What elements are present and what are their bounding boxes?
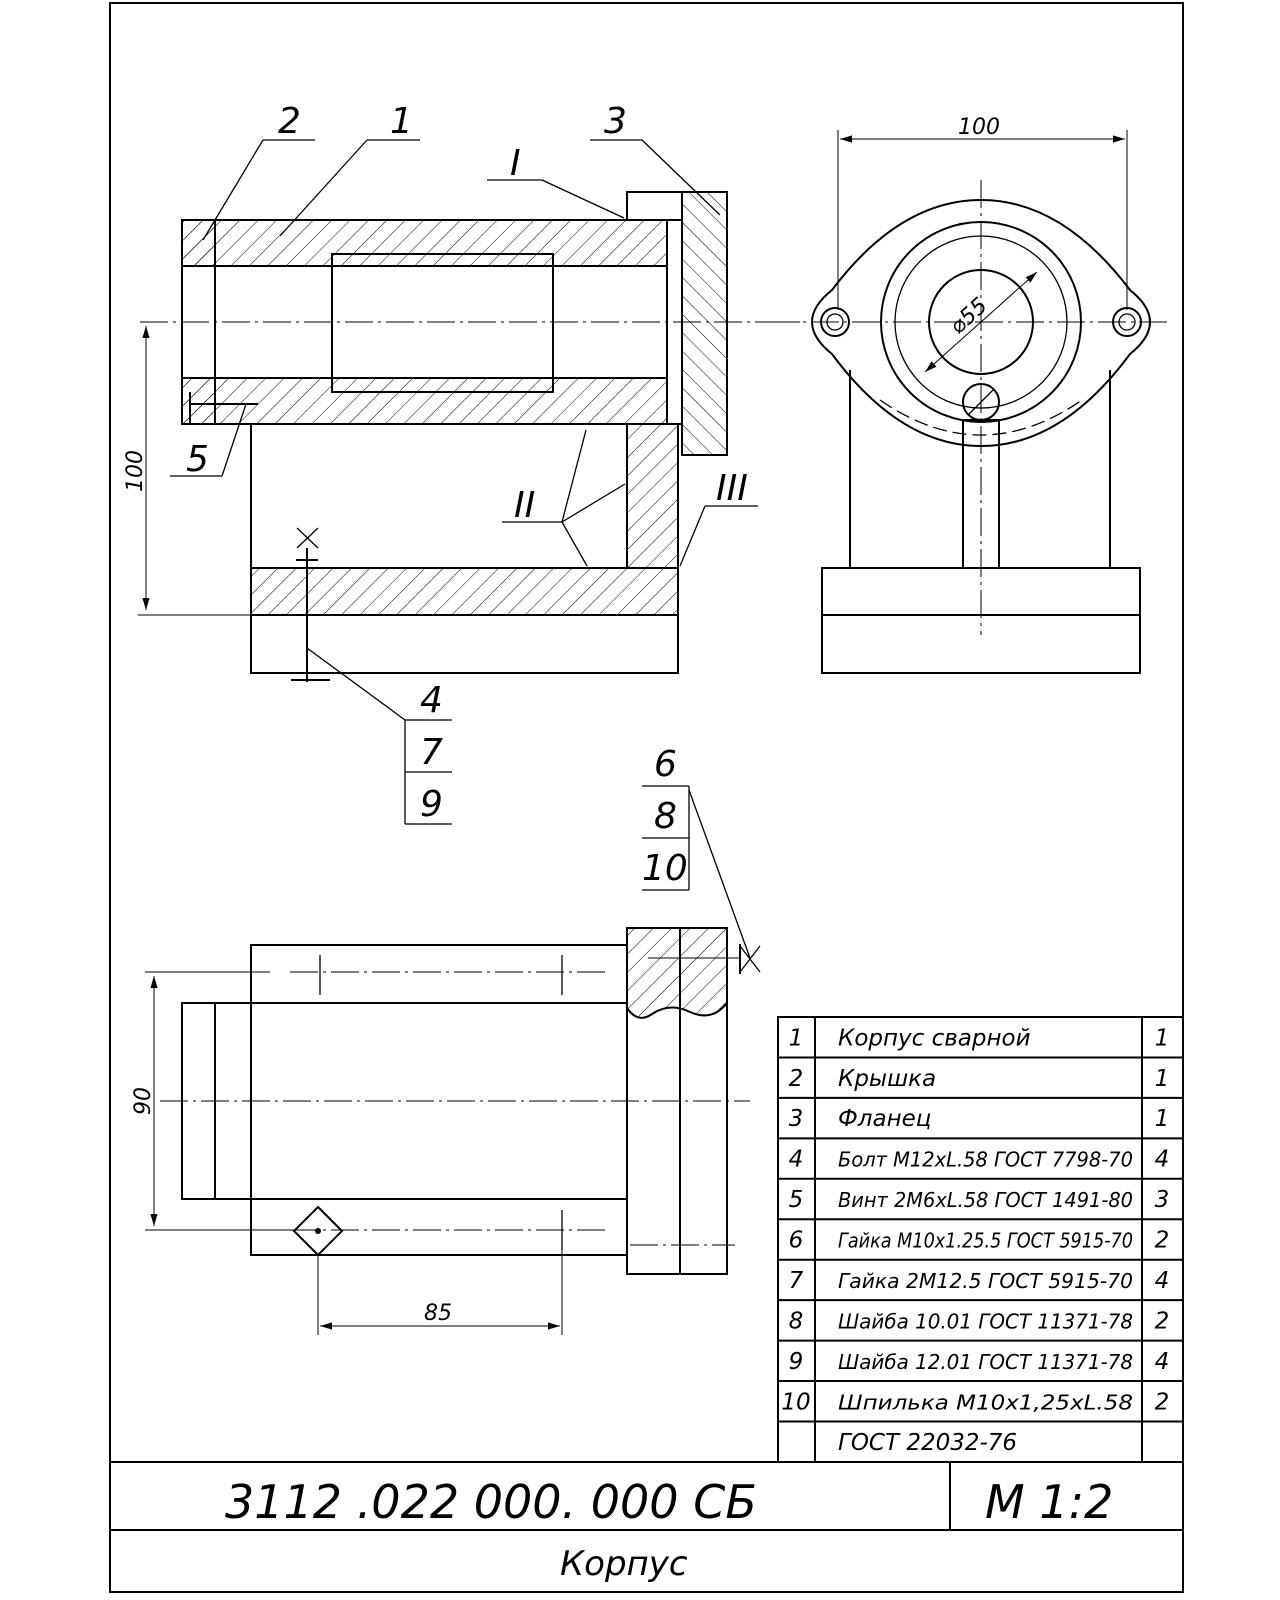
label-item-5: 5	[186, 439, 209, 480]
table-cell-name: Шайба 12.01 ГОСТ 11371-78	[838, 1350, 1133, 1374]
table-cell-pos: 7	[789, 1268, 804, 1294]
drawing-scale: М 1:2	[985, 1475, 1113, 1529]
top-view-leaders	[642, 785, 751, 959]
table-cell-name: Болт М12хL.58 ГОСТ 7798-70	[838, 1148, 1133, 1172]
table-cell-qty: 1	[1155, 1066, 1170, 1092]
table-cell-qty: 2	[1155, 1308, 1170, 1334]
table-cell-name: Гайка М10х1.25.5 ГОСТ 5915-70	[838, 1229, 1133, 1253]
table-cell-name: Гайка 2М12.5 ГОСТ 5915-70	[838, 1269, 1133, 1293]
table-cell-name: Крышка	[838, 1066, 936, 1092]
label-item-2: 2	[278, 101, 301, 142]
table-cell-qty: 3	[1155, 1187, 1170, 1213]
table-cell-pos: 3	[789, 1106, 804, 1132]
table-cell-name: Фланец	[838, 1106, 931, 1132]
table-cell-qty: 1	[1155, 1025, 1170, 1051]
label-weld-1: I	[510, 143, 521, 184]
title-block: 3112 .022 000. 000 СБ М 1:2 Корпус	[109, 1461, 1184, 1593]
label-item-8: 8	[654, 796, 677, 837]
label-item-9: 9	[420, 784, 443, 825]
label-item-3: 3	[604, 101, 627, 142]
table-cell-qty: 4	[1155, 1268, 1170, 1294]
drawing-name: Корпус	[560, 1544, 688, 1584]
table-cell-qty: 1	[1155, 1106, 1170, 1132]
table-cell-name: ГОСТ 22032-76	[838, 1430, 1017, 1456]
table-cell-pos: 2	[789, 1066, 804, 1092]
label-item-4: 4	[420, 680, 443, 721]
dimension-height-left: 100	[123, 326, 251, 616]
drawing-designation: 3112 .022 000. 000 СБ	[225, 1475, 757, 1529]
table-cell-qty: 2	[1155, 1228, 1170, 1254]
top-view	[160, 927, 761, 1275]
table-cell-pos: 4	[789, 1147, 804, 1173]
label-weld-2: II	[514, 485, 535, 526]
table-cell-pos: 9	[789, 1349, 804, 1375]
svg-text:90: 90	[131, 1087, 156, 1115]
dimension-height-bottom: 90	[131, 971, 300, 1231]
table-cell-name: Корпус сварной	[838, 1025, 1031, 1051]
label-item-6: 6	[654, 744, 677, 785]
table-cell-qty: 4	[1155, 1147, 1170, 1173]
svg-text:85: 85	[424, 1301, 452, 1326]
parts-list-table: 1 Корпус сварной 1 2 Крышка 1 3 Фланец 1 4 Болт М1…	[777, 1016, 1184, 1463]
front-section-view	[140, 191, 800, 682]
side-view: ⌀55	[770, 180, 1170, 674]
table-cell-pos: 8	[789, 1308, 804, 1334]
dimension-diameter: ⌀55	[945, 293, 992, 339]
table-cell-name: Шпилька М10х1,25хL.58	[838, 1390, 1133, 1414]
table-cell-pos: 5	[789, 1187, 804, 1213]
label-weld-3: III	[716, 468, 748, 509]
front-view-leaders	[170, 139, 758, 825]
label-item-1: 1	[390, 101, 413, 142]
table-cell-pos: 10	[781, 1389, 810, 1415]
table-cell-name: Винт 2М6хL.58 ГОСТ 1491-80	[838, 1188, 1133, 1212]
svg-text:100: 100	[123, 450, 148, 492]
table-cell-name: Шайба 10.01 ГОСТ 11371-78	[838, 1309, 1133, 1333]
label-item-10: 10	[642, 848, 688, 889]
dimension-length-bottom: 85	[317, 1250, 563, 1335]
table-cell-pos: 1	[789, 1025, 804, 1051]
table-cell-qty: 4	[1155, 1349, 1170, 1375]
svg-text:100: 100	[958, 115, 1000, 140]
table-cell-qty: 2	[1155, 1389, 1170, 1415]
label-item-7: 7	[420, 732, 443, 773]
table-cell-pos: 6	[789, 1228, 804, 1254]
dimension-width-top: 100	[837, 115, 1128, 310]
